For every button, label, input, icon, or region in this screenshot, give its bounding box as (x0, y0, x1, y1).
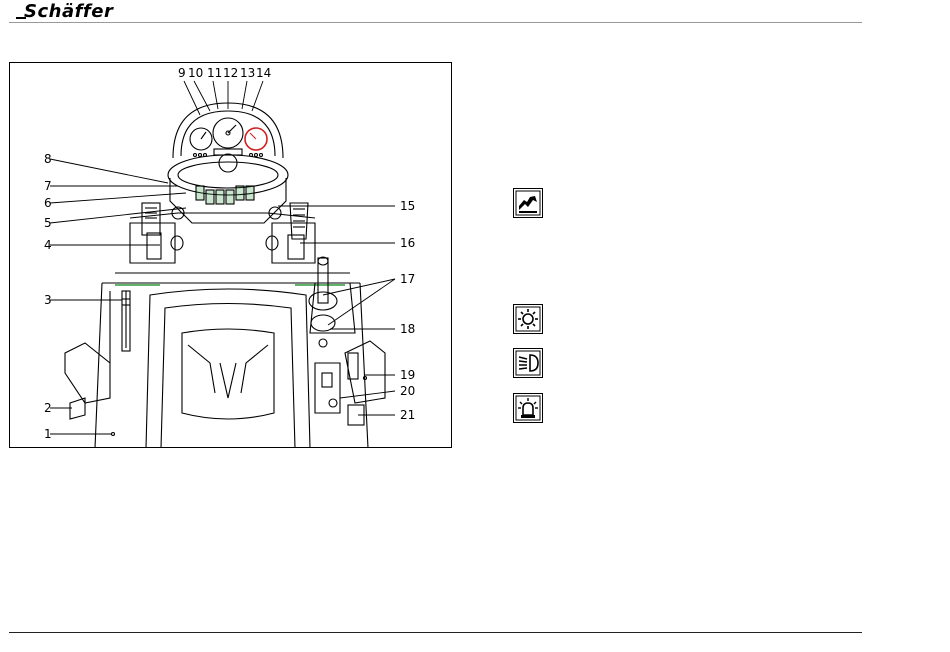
brand-name: Schäffer (24, 1, 113, 22)
brand-logo: Schäffer (16, 0, 141, 22)
callout-9: 9 (178, 66, 186, 80)
work-light-icon (513, 304, 543, 334)
callout-15: 15 (400, 199, 415, 213)
callout-7: 7 (44, 179, 52, 193)
header-divider (9, 22, 862, 23)
callout-13: 13 (240, 66, 255, 80)
callout-5: 5 (44, 216, 52, 230)
callout-12: 12 (223, 66, 238, 80)
callout-10: 10 (188, 66, 203, 80)
callout-8: 8 (44, 152, 52, 166)
callout-20: 20 (400, 384, 415, 398)
work-hydraulics-icon (513, 188, 543, 218)
callout-4: 4 (44, 238, 52, 252)
callout-3: 3 (44, 293, 52, 307)
callout-14: 14 (256, 66, 271, 80)
callout-19: 19 (400, 368, 415, 382)
cab-drawing: 9 10 11 12 13 14 8 7 6 5 4 3 2 1 15 16 1… (10, 63, 452, 448)
footer-divider (9, 632, 862, 633)
callout-21: 21 (400, 408, 415, 422)
headlight-icon (513, 348, 543, 378)
callout-18: 18 (400, 322, 415, 336)
callout-11: 11 (207, 66, 222, 80)
callout-16: 16 (400, 236, 415, 250)
callout-17: 17 (400, 272, 415, 286)
callout-2: 2 (44, 401, 52, 415)
callout-1: 1 (44, 427, 52, 441)
callout-6: 6 (44, 196, 52, 210)
beacon-icon (513, 393, 543, 423)
cab-controls-figure: 9 10 11 12 13 14 8 7 6 5 4 3 2 1 15 16 1… (9, 62, 452, 448)
